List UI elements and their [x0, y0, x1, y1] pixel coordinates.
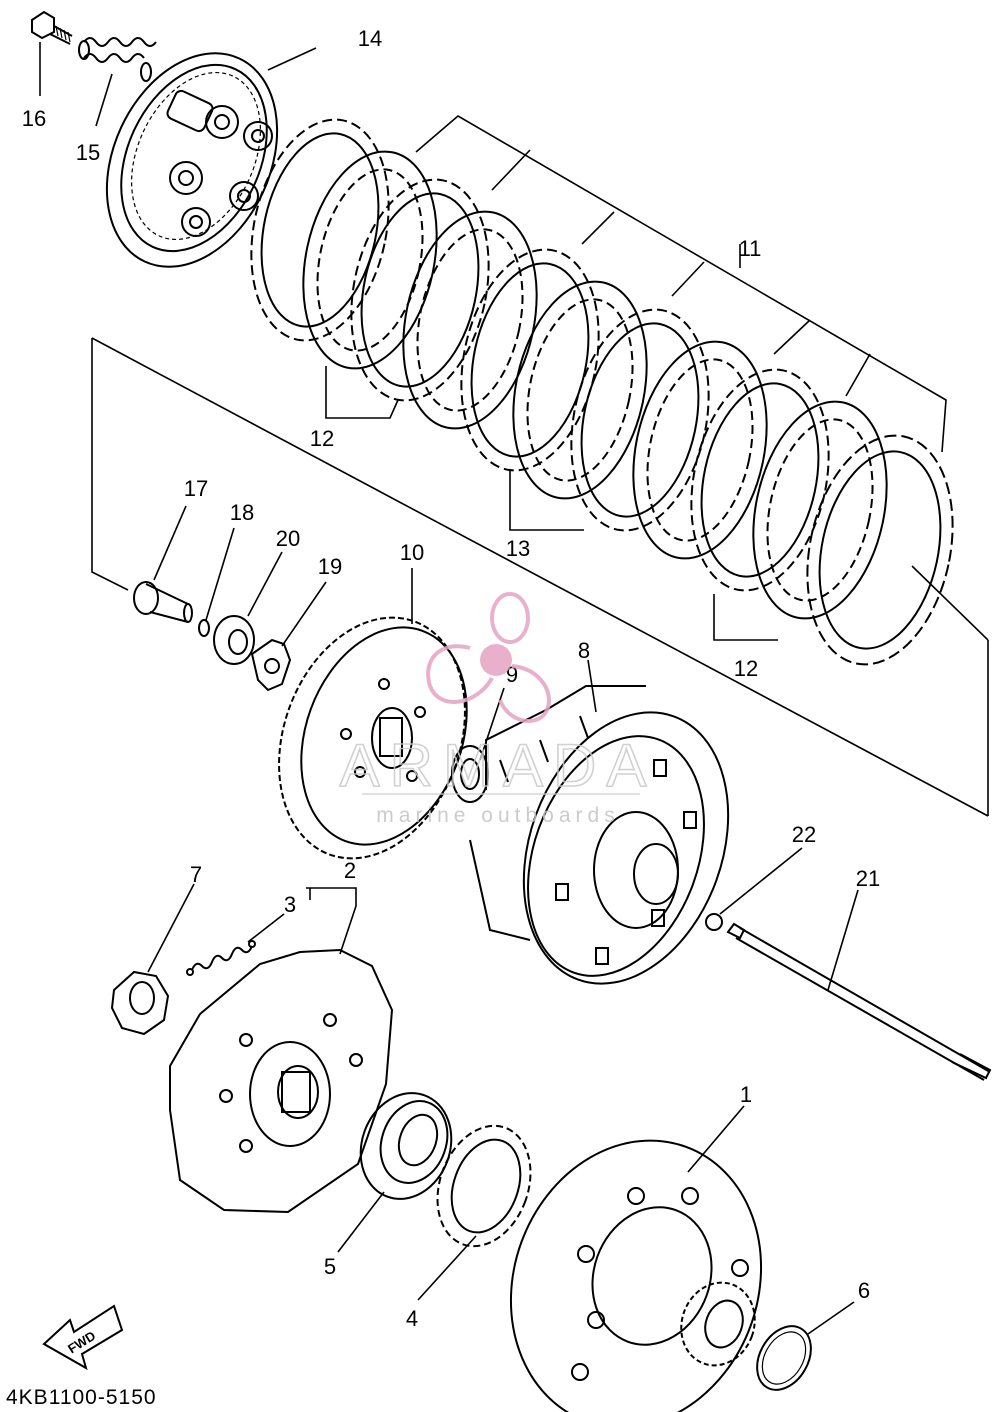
part-6-o-ring: [756, 1325, 812, 1391]
part-18-washer: [198, 619, 210, 637]
watermark-tagline: marine outboards: [376, 804, 619, 827]
label-part-16: 16: [22, 106, 46, 131]
watermark-logo-icon: [426, 592, 551, 723]
part-9-thrust-washer: [451, 745, 489, 803]
label-part-7: 7: [190, 862, 202, 887]
label-part-4: 4: [406, 1306, 418, 1331]
clutch-plate-stack: [250, 118, 954, 666]
part-1-clutch-boss: [509, 1139, 763, 1412]
label-part-1: 1: [740, 1082, 752, 1107]
part-22-ball: [705, 913, 723, 931]
watermark-brand: ARMADA: [340, 732, 657, 799]
bracket-lines: [39, 42, 989, 1335]
part-7-nut: [110, 970, 170, 1036]
part-8-clutch-housing: [469, 685, 730, 985]
label-part-12-a: 12: [310, 426, 334, 451]
label-part-19: 19: [318, 554, 342, 579]
part-15-spring: [78, 37, 157, 82]
label-part-13: 13: [506, 536, 530, 561]
part-21-push-rod: [726, 922, 992, 1081]
label-part-11: 11: [739, 236, 762, 261]
part-10-driven-gear: [278, 616, 468, 860]
label-part-6: 6: [858, 1278, 870, 1303]
label-part-12-b: 12: [734, 656, 758, 681]
label-part-14: 14: [358, 26, 382, 51]
label-part-22: 22: [792, 822, 816, 847]
label-part-2: 2: [344, 858, 356, 883]
catalog-code: 4KB1100-5150: [6, 1386, 157, 1409]
part-19-lock-washer: [250, 638, 292, 692]
label-part-20: 20: [276, 526, 300, 551]
label-part-15: 15: [76, 140, 100, 165]
part-number-labels: 1 2 3 4 5 6 7 8 9 10 11 12 12 12 13 14 1…: [22, 26, 880, 1331]
part-16-bolt: [31, 10, 73, 45]
fwd-arrow-icon: FWD: [42, 1304, 124, 1371]
label-part-17: 17: [184, 476, 208, 501]
label-part-21: 21: [856, 866, 880, 891]
label-part-3: 3: [284, 892, 296, 917]
part-3-spring: [186, 940, 256, 976]
watermark: ARMADA marine outboards: [339, 592, 657, 827]
label-part-8: 8: [578, 638, 590, 663]
part-4-one-way-clutch: [436, 1124, 532, 1248]
part-14-pressure-plate: [105, 52, 279, 268]
label-part-10: 10: [400, 540, 424, 565]
part-20-nut: [213, 615, 255, 665]
label-part-18: 18: [230, 500, 254, 525]
label-part-5: 5: [324, 1254, 336, 1279]
part-2-clutch-carrier: [169, 948, 394, 1214]
part-17-bolt: [133, 581, 193, 623]
fwd-label: FWD: [65, 1328, 98, 1356]
